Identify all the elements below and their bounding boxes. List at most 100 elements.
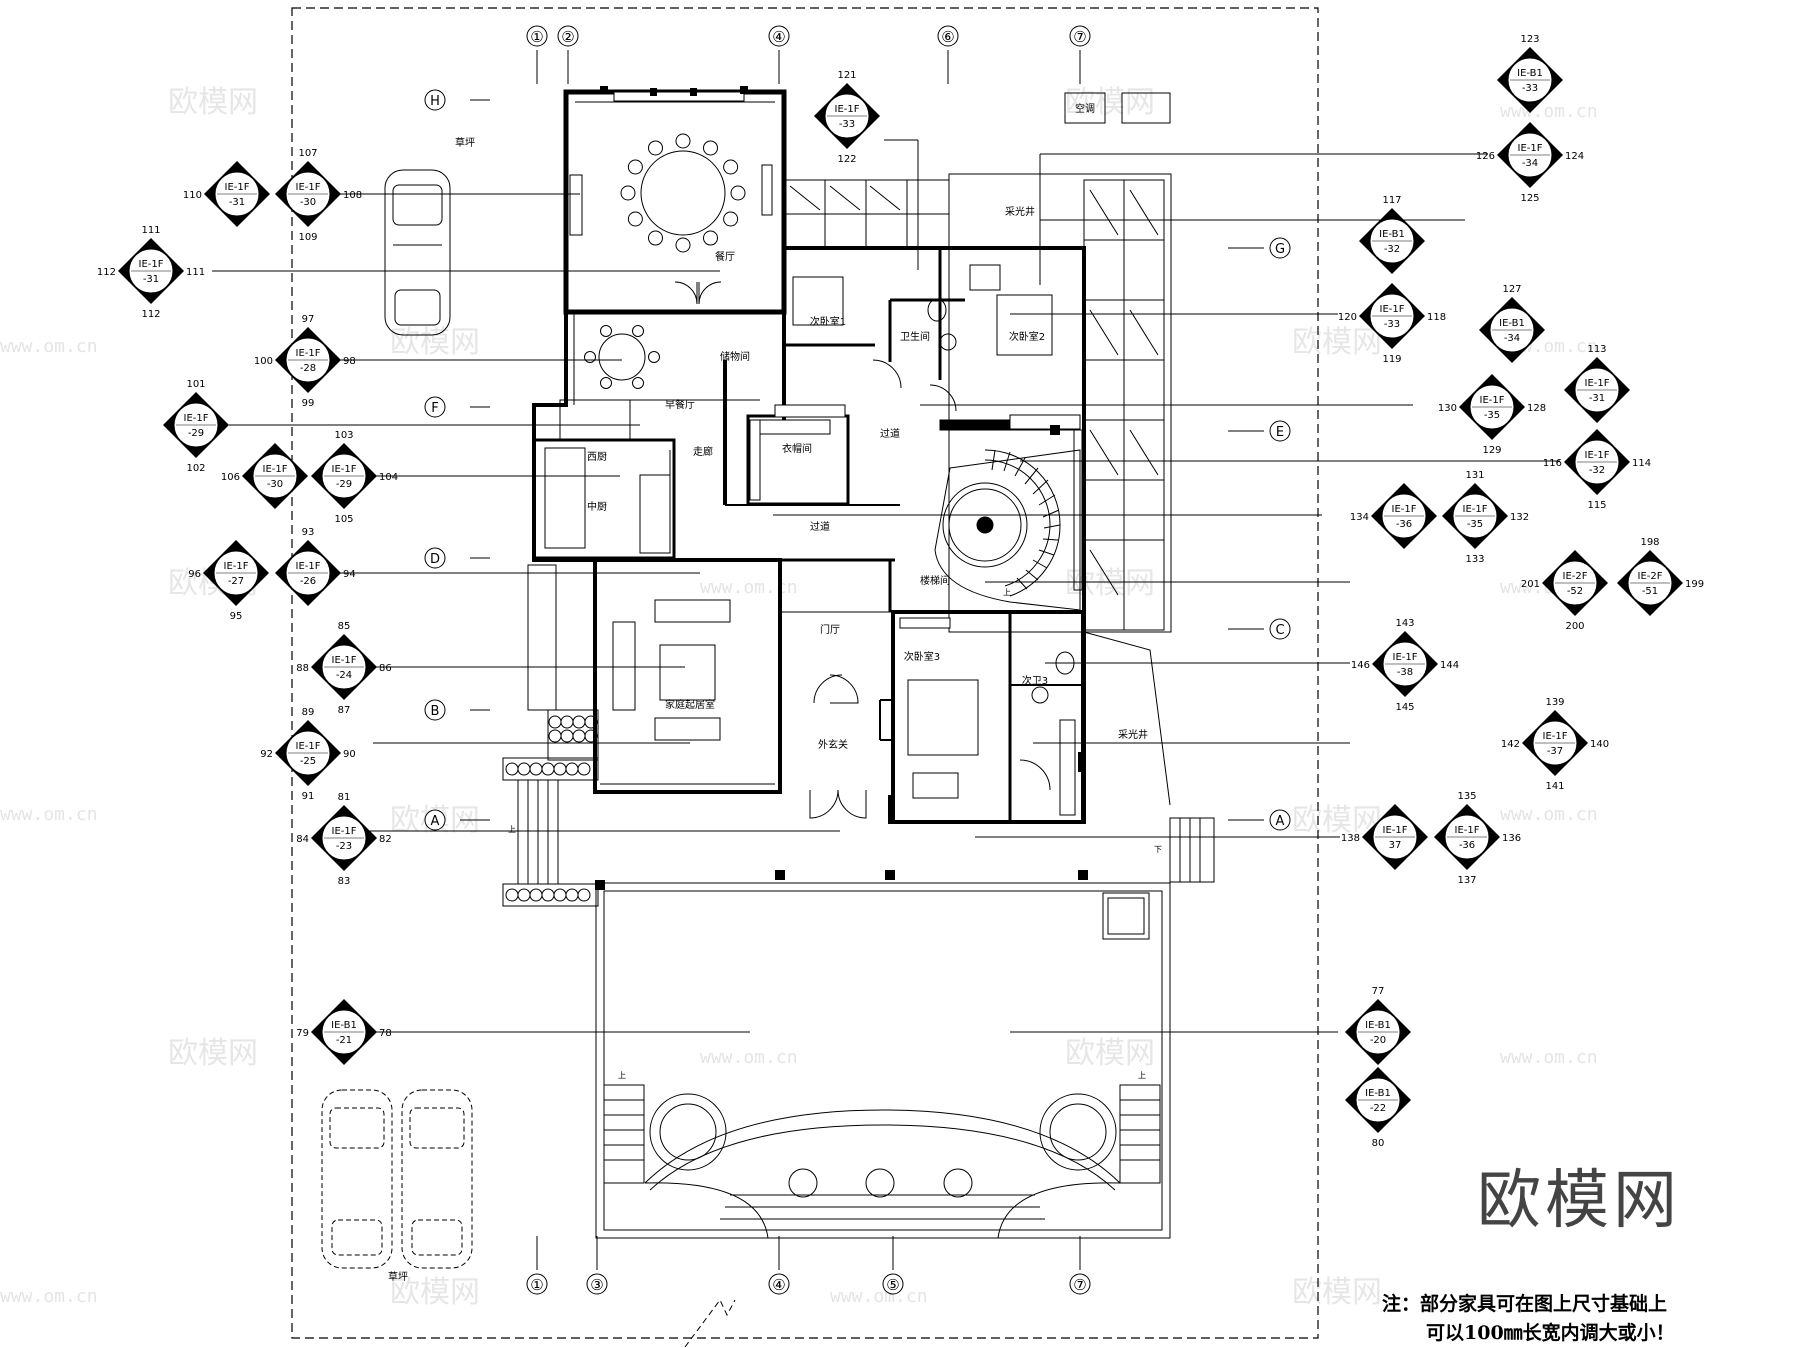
chair	[703, 230, 718, 246]
watermark-domain: www.om.cn	[700, 1047, 798, 1068]
west-balustrade	[502, 564, 599, 907]
marker-index: -31	[1589, 393, 1605, 404]
room-light-well-2: 采光井	[1118, 728, 1148, 741]
marker-number: 104	[379, 472, 398, 483]
watermark-domain: www.om.cn	[830, 1286, 928, 1307]
marker-number: 198	[1640, 537, 1659, 548]
planter	[517, 762, 531, 776]
grid-right-A: A	[1276, 814, 1285, 829]
marker-code: IE-1F	[835, 104, 860, 115]
marker-number: 113	[1587, 344, 1606, 355]
grid-bottom-5: ⑤	[886, 1276, 899, 1294]
marker-index: -31	[143, 274, 159, 285]
marker-number: 98	[343, 356, 356, 367]
marker-number: 133	[1465, 554, 1484, 565]
chair	[675, 133, 691, 149]
marker-index: -28	[300, 363, 316, 374]
label-lawn-2: 草坪	[388, 1270, 408, 1283]
marker-number: 93	[302, 527, 315, 538]
marker-number: 122	[837, 154, 856, 165]
marker-code: IE-B1	[1379, 229, 1405, 240]
marker-code: IE-1F	[225, 182, 250, 193]
marker-code: IE-1F	[1543, 731, 1568, 742]
cars	[321, 169, 473, 1269]
marker-number: 116	[1543, 458, 1562, 469]
marker-number: 126	[1476, 151, 1495, 162]
watermark-layer: 欧模网欧模网欧模网欧模网欧模网欧模网欧模网欧模网欧模网欧模网欧模网欧模网www.…	[0, 85, 1598, 1310]
marker-code: IE-2F	[1638, 571, 1663, 582]
marker-number: 87	[338, 705, 351, 716]
marker-number: 99	[302, 398, 315, 409]
grid-top-2: ②	[561, 28, 574, 46]
marker-number: 117	[1382, 195, 1401, 206]
marker-index: -38	[1397, 667, 1413, 678]
marker-code: IE-1F	[296, 182, 321, 193]
grid-left-H: H	[430, 94, 440, 109]
marker-code: IE-1F	[332, 655, 357, 666]
planter	[560, 729, 574, 743]
marker-number: 77	[1372, 986, 1385, 997]
watermark: 欧模网	[1292, 325, 1382, 360]
marker-number: 146	[1351, 660, 1370, 671]
grid-top-1: ①	[530, 28, 543, 46]
grid-left-D: D	[430, 552, 440, 567]
room-bath: 卫生间	[900, 330, 930, 343]
marker-number: 103	[334, 430, 353, 441]
chair	[627, 159, 643, 175]
marker-number: 121	[837, 70, 856, 81]
watermark-domain: www.om.cn	[0, 336, 98, 357]
marker-code: IE-1F	[1383, 825, 1408, 836]
marker-code: IE-1F	[1392, 504, 1417, 515]
room-hall1: 过道	[880, 427, 900, 440]
room-kitchen-c: 中厨	[587, 500, 607, 513]
label-up-2: 上	[618, 1071, 626, 1080]
marker-index: -25	[300, 756, 316, 767]
marker-number: 112	[141, 309, 160, 320]
grid-bottom-3: ③	[590, 1276, 603, 1294]
chair	[620, 185, 636, 201]
marker-number: 140	[1590, 739, 1609, 750]
label-lawn-1: 草坪	[455, 136, 475, 149]
marker-number: 102	[186, 463, 205, 474]
marker-number: 89	[302, 707, 315, 718]
watermark: 欧模网	[390, 325, 480, 360]
door-swings	[674, 281, 1051, 819]
watermark-domain: www.om.cn	[0, 804, 98, 825]
marker-code: IE-1F	[1463, 504, 1488, 515]
watermark: 欧模网	[1292, 1275, 1382, 1310]
marker-index: -26	[300, 576, 316, 587]
planter	[577, 888, 591, 902]
marker-number: 109	[298, 232, 317, 243]
marker-index: -29	[188, 428, 204, 439]
room-living: 家庭起居室	[665, 698, 715, 711]
planter	[565, 888, 579, 902]
marker-index: -31	[229, 197, 245, 208]
chair	[723, 159, 739, 175]
room-bed2: 次卧室2	[1009, 330, 1045, 343]
room-labels: 餐厅 早餐厅 储物间 西厨 中厨 次卧室1 次卧室2 卫生间 衣帽间 过道 过道…	[388, 102, 1162, 1283]
chair	[648, 351, 660, 363]
marker-number: 137	[1457, 875, 1476, 886]
watermark-domain: www.om.cn	[1500, 1047, 1598, 1068]
marker-index: -51	[1642, 586, 1658, 597]
planter	[553, 888, 567, 902]
marker-code: IE-1F	[296, 561, 321, 572]
marker-number: 141	[1545, 781, 1564, 792]
planter	[529, 762, 543, 776]
planter	[560, 715, 574, 729]
marker-index: -33	[1522, 83, 1538, 94]
marker-number: 85	[338, 621, 351, 632]
